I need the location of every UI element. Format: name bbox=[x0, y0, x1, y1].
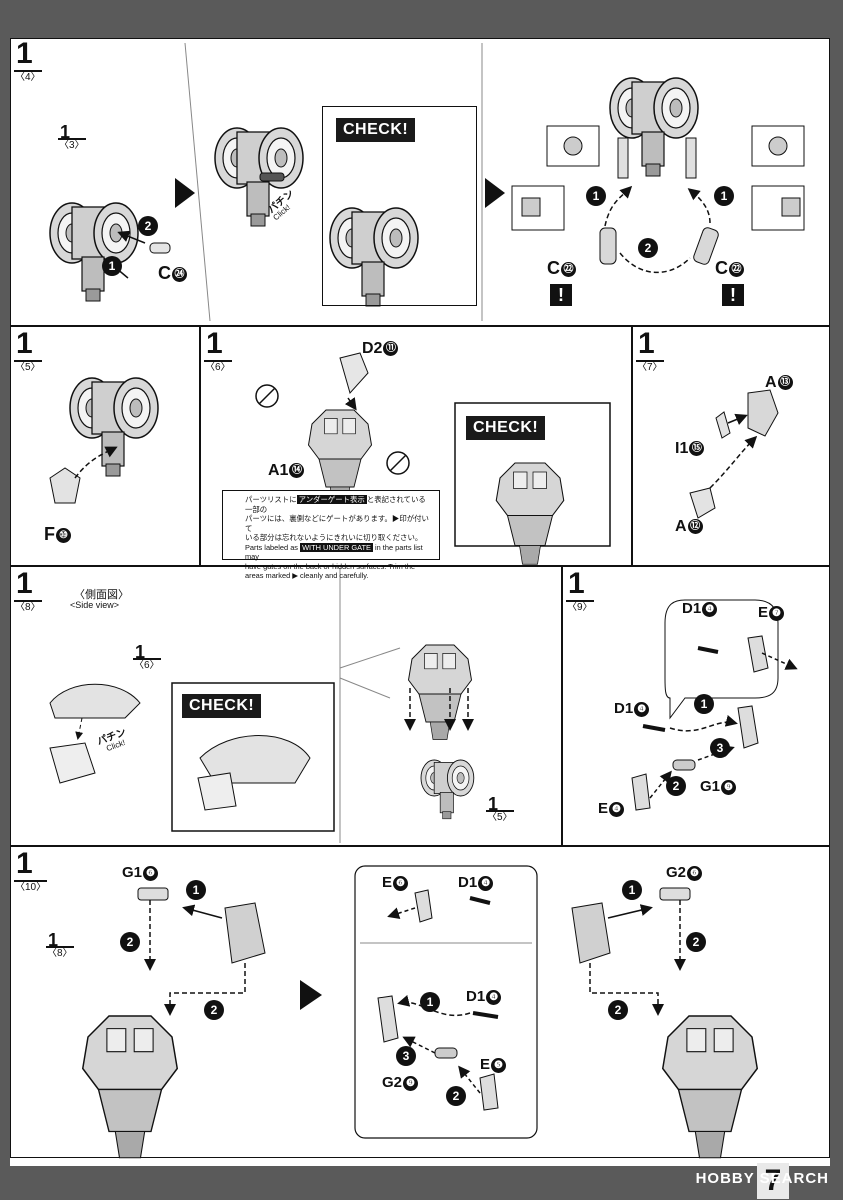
order-marker-10-callout-2: 2 bbox=[446, 1086, 466, 1106]
order-marker-1: 1 bbox=[102, 256, 122, 276]
panel-step-10 bbox=[10, 846, 830, 1158]
order-marker-10-1-right: 1 bbox=[622, 880, 642, 900]
step-4-ref-subnumber: 〈3〉 bbox=[58, 138, 86, 151]
watermark-brand: HOBBY SEARCH bbox=[695, 1170, 829, 1187]
order-marker-1-right: 1 bbox=[714, 186, 734, 206]
panel-step-6 bbox=[200, 326, 632, 566]
step-7-number: 1 bbox=[638, 327, 655, 360]
order-marker-9-2: 2 bbox=[666, 776, 686, 796]
order-marker-10-callout-1: 1 bbox=[420, 992, 440, 1012]
panel-step-5 bbox=[10, 326, 200, 566]
order-marker-10-callout-3: 3 bbox=[396, 1046, 416, 1066]
step-10-ref-number: 1 bbox=[48, 930, 59, 950]
step-8-ref-a-number: 1 bbox=[135, 642, 146, 662]
check-box-4 bbox=[322, 106, 477, 306]
step-10-subnumber: 〈10〉 bbox=[14, 880, 48, 893]
step-7-subnumber: 〈7〉 bbox=[636, 360, 664, 373]
step-4-ref-number: 1 bbox=[60, 122, 71, 142]
step-8-number: 1 bbox=[16, 567, 33, 600]
order-marker-10-2-right-b: 2 bbox=[608, 1000, 628, 1020]
order-marker-1-left: 1 bbox=[586, 186, 606, 206]
step-4-subnumber: 〈4〉 bbox=[14, 70, 42, 83]
step-9-subnumber: 〈9〉 bbox=[566, 600, 594, 613]
panel-step-9 bbox=[562, 566, 830, 846]
step-5-subnumber: 〈5〉 bbox=[14, 360, 42, 373]
step-9-number: 1 bbox=[568, 567, 585, 600]
order-marker-2-center: 2 bbox=[638, 238, 658, 258]
order-marker-10-1-left: 1 bbox=[186, 880, 206, 900]
step-8-ref-b-number: 1 bbox=[488, 794, 499, 814]
order-marker-9-1: 1 bbox=[694, 694, 714, 714]
page-number: 7 bbox=[757, 1163, 789, 1199]
step-6-subnumber: 〈6〉 bbox=[204, 360, 232, 373]
panel-step-7 bbox=[632, 326, 830, 566]
check-badge-8: CHECK! bbox=[182, 694, 262, 718]
order-marker-2: 2 bbox=[138, 216, 158, 236]
caution-icon-left: ! bbox=[550, 284, 572, 306]
step-10-number: 1 bbox=[16, 847, 33, 880]
side-view-label-en: <Side view> bbox=[70, 600, 120, 610]
step-8-ref-a-subnumber: 〈6〉 bbox=[133, 658, 161, 671]
panel-step-8 bbox=[10, 566, 562, 846]
under-gate-note: パーツリストにアンダーゲート表示と表記されている一部の パーツには、裏側などにゲ… bbox=[222, 490, 440, 580]
order-marker-10-2-left-a: 2 bbox=[120, 932, 140, 952]
side-view-label-jp: 〈側面図〉 bbox=[74, 589, 129, 601]
check-badge-4: CHECK! bbox=[336, 118, 416, 142]
step-5-number: 1 bbox=[16, 327, 33, 360]
order-marker-9-3: 3 bbox=[710, 738, 730, 758]
step-4-number: 1 bbox=[16, 37, 33, 70]
step-8-subnumber: 〈8〉 bbox=[14, 600, 42, 613]
caution-icon-right: ! bbox=[722, 284, 744, 306]
step-10-ref-subnumber: 〈8〉 bbox=[46, 946, 74, 959]
step-6-number: 1 bbox=[206, 327, 223, 360]
order-marker-10-2-right-a: 2 bbox=[686, 932, 706, 952]
order-marker-10-2-left-b: 2 bbox=[204, 1000, 224, 1020]
check-badge-6: CHECK! bbox=[466, 416, 546, 440]
step-8-ref-b-subnumber: 〈5〉 bbox=[486, 810, 514, 823]
panel-step-4 bbox=[10, 38, 830, 326]
